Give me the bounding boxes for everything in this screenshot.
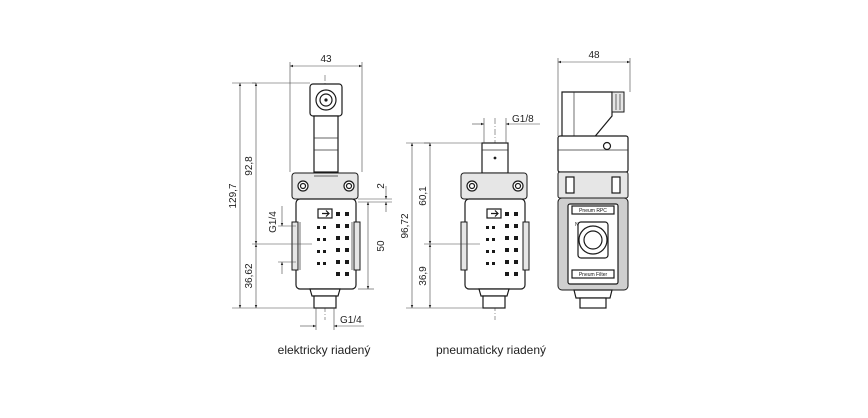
dim-g18-label: G1/8 [512,114,534,125]
side-view: Pneum RPC NLR Pneum Filter 48 [557,50,631,309]
caption-pneumatic: pneumaticky riadený [436,343,546,357]
dim-48: 48 [557,50,631,136]
side-body: Pneum RPC NLR Pneum Filter [557,197,629,291]
side-label-bottom: Pneum Filter [579,272,608,278]
dim-36-9: 36,9 [418,244,432,308]
side-top-plate [557,171,629,199]
dim-2-label: 2 [376,183,387,189]
dim-92-8: 92,8 [244,82,312,245]
dim-g14-bottom: G1/4 [300,308,364,330]
caption-electric: elektricky riadený [278,343,371,357]
top-plate [291,172,359,200]
electric-view: 43 129,7 92,8 36,62 G1/4 [228,54,392,330]
pneumatic-view: G1/8 96,72 60,1 36,9 [400,114,540,320]
dim-g18: G1/8 [472,114,540,143]
dim-36-62-label: 36,62 [244,263,255,288]
dim-36-9-label: 36,9 [418,266,429,286]
dim-g14-side: G1/4 [268,206,296,274]
dim-g14-side-label: G1/4 [268,211,279,233]
dim-g14-bottom-label: G1/4 [340,315,362,326]
dim-96-72-label: 96,72 [400,213,411,238]
bottom-port-2 [478,288,510,309]
dim-50-label: 50 [376,240,387,252]
dim-129-7-label: 129,7 [228,183,239,208]
side-label-top: Pneum RPC [579,208,607,214]
valve-body-2 [460,198,530,290]
dim-2: 2 [358,183,392,212]
dim-48-label: 48 [588,50,600,61]
pilot-port [481,142,509,174]
solenoid-connector [309,83,343,173]
side-connector [557,91,629,173]
dim-92-8-label: 92,8 [244,156,255,176]
dim-50: 50 [358,202,387,290]
bottom-port [309,288,341,309]
dim-60-1: 60,1 [418,142,480,245]
dim-43: 43 [289,54,363,172]
top-plate-2 [460,172,528,200]
vent-grid [317,212,349,276]
dim-60-1-label: 60,1 [418,186,429,206]
dim-129-7: 129,7 [228,82,314,309]
dim-96-72: 96,72 [400,142,483,309]
side-bottom-port [573,289,613,309]
vent-grid-2 [486,212,518,276]
dim-36-62: 36,62 [244,244,258,308]
dim-43-label: 43 [320,54,332,65]
valve-body [291,198,361,290]
